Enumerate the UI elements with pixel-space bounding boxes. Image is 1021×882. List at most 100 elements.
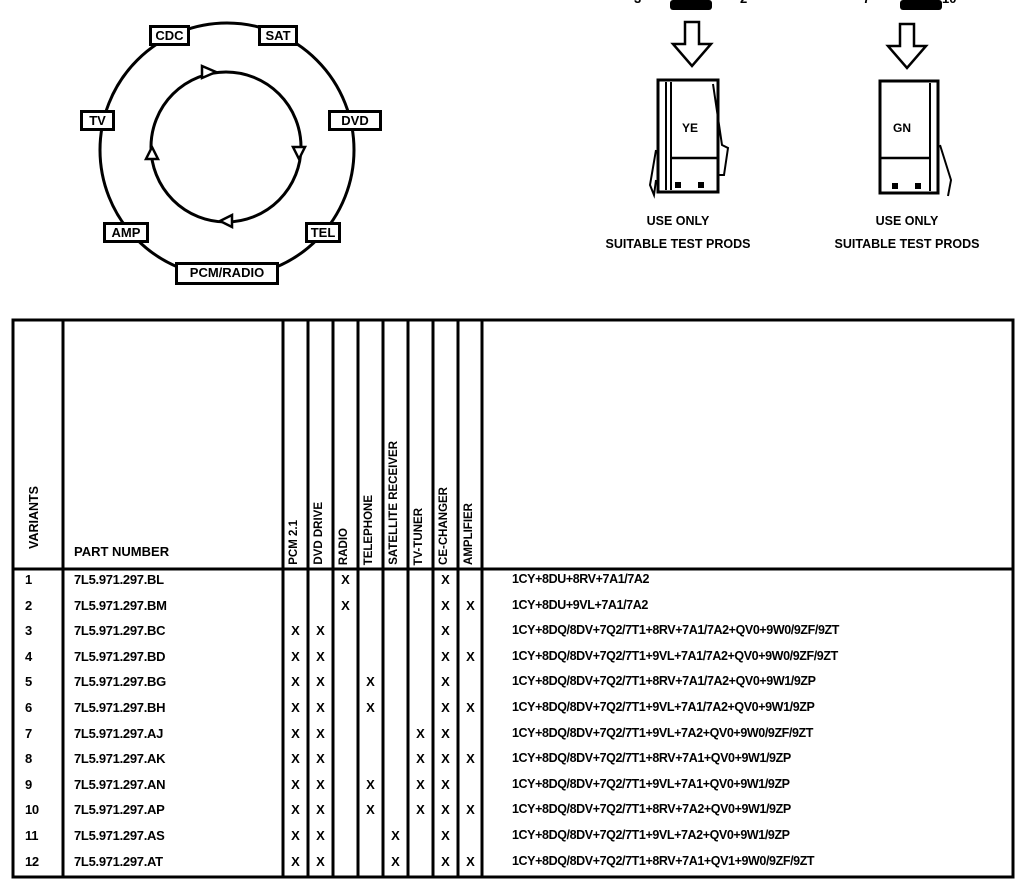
part-number: 7L5.971.297.AK <box>74 751 166 767</box>
check-mark: X <box>441 751 450 767</box>
check-mark: X <box>366 802 375 818</box>
part-number: 7L5.971.297.BM <box>74 597 167 613</box>
check-mark: X <box>441 674 450 690</box>
variant-number: 10 <box>25 802 39 818</box>
check-mark: X <box>316 623 325 639</box>
check-mark: X <box>441 623 450 639</box>
check-mark: X <box>316 853 325 869</box>
check-mark: X <box>441 572 450 587</box>
connector-illustrations <box>648 0 953 199</box>
connector-gn-note: USE ONLY SUITABLE TEST PRODS <box>797 210 1017 256</box>
check-mark: X <box>366 674 375 690</box>
check-mark: X <box>466 700 475 715</box>
label-tv: TV <box>80 110 115 131</box>
variant-number: 11 <box>25 828 39 843</box>
connector-gn-pin-right: 10 <box>942 0 956 5</box>
part-number: 7L5.971.297.BG <box>74 674 166 690</box>
note-line-2: SUITABLE TEST PRODS <box>605 237 751 251</box>
pr-codes: 1CY+8DQ/8DV+7Q2/7T1+8RV+7A1/7A2+QV0+9W0/… <box>512 623 839 638</box>
check-mark: X <box>441 776 450 792</box>
variant-number: 4 <box>25 648 32 664</box>
header-variants: VARIANTS <box>27 486 41 549</box>
header-column: RADIO <box>338 527 350 565</box>
check-mark: X <box>441 828 450 843</box>
header-column: SATELLITE RECEIVER <box>388 441 400 565</box>
part-number: 7L5.971.297.BC <box>74 623 166 639</box>
connector-gn-pin-left: 7 <box>863 0 870 5</box>
pr-codes: 1CY+8DQ/8DV+7Q2/7T1+9VL+7A2+QV0+9W1/9ZP <box>512 828 790 842</box>
pr-codes: 1CY+8DU+9VL+7A1/7A2 <box>512 597 648 612</box>
note-line-2: SUITABLE TEST PRODS <box>834 237 980 251</box>
header-column: TELEPHONE <box>363 494 375 565</box>
check-mark: X <box>441 853 450 869</box>
pr-codes: 1CY+8DQ/8DV+7Q2/7T1+9VL+7A1/7A2+QV0+9W0/… <box>512 648 838 663</box>
check-mark: X <box>291 828 300 843</box>
check-mark: X <box>441 725 450 741</box>
part-number: 7L5.971.297.AP <box>74 802 165 818</box>
label-tel: TEL <box>305 222 341 243</box>
check-mark: X <box>466 648 475 664</box>
check-mark: X <box>441 802 450 818</box>
header-column: TV-TUNER <box>413 507 425 566</box>
pr-codes: 1CY+8DQ/8DV+7Q2/7T1+9VL+7A1/7A2+QV0+9W1/… <box>512 700 815 714</box>
variant-number: 12 <box>25 853 39 869</box>
check-mark: X <box>291 802 300 818</box>
check-mark: X <box>291 623 300 639</box>
variant-number: 6 <box>25 700 32 715</box>
check-mark: X <box>291 648 300 664</box>
part-number: 7L5.971.297.BH <box>74 700 166 715</box>
connector-gn-drawing <box>878 0 953 197</box>
label-pcm-radio: PCM/RADIO <box>175 262 279 285</box>
check-mark: X <box>291 700 300 715</box>
table-border <box>11 318 1015 879</box>
part-number: 7L5.971.297.BD <box>74 648 166 664</box>
connector-ye-note: USE ONLY SUITABLE TEST PRODS <box>568 210 788 256</box>
part-number: 7L5.971.297.AS <box>74 828 165 843</box>
check-mark: X <box>466 597 475 613</box>
check-mark: X <box>291 776 300 792</box>
header-column: CE-CHANGER <box>438 487 450 565</box>
connector-ye-color-code: YE <box>682 121 699 135</box>
arrow-right-icon <box>200 64 220 80</box>
check-mark: X <box>416 802 425 818</box>
variant-number: 9 <box>25 776 32 792</box>
check-mark: X <box>291 853 300 869</box>
pr-codes: 1CY+8DQ/8DV+7Q2/7T1+8RV+7A1/7A2+QV0+9W1/… <box>512 674 816 689</box>
variant-number: 1 <box>25 572 32 587</box>
check-mark: X <box>391 853 400 869</box>
pr-codes: 1CY+8DU+8RV+7A1/7A2 <box>512 572 650 586</box>
header-column: AMPLIFIER <box>463 503 475 565</box>
pr-codes: 1CY+8DQ/8DV+7Q2/7T1+9VL+7A2+QV0+9W0/9ZF/… <box>512 725 814 740</box>
connector-ye-drawing <box>648 0 730 199</box>
check-mark: X <box>291 751 300 767</box>
connector-ye-pin-left: 3 <box>634 0 641 5</box>
label-amp: AMP <box>103 222 149 243</box>
arrow-down-icon <box>290 145 308 162</box>
check-mark: X <box>466 802 475 818</box>
check-mark: X <box>441 700 450 715</box>
check-mark: X <box>291 725 300 741</box>
part-number: 7L5.971.297.AT <box>74 853 163 869</box>
check-mark: X <box>316 776 325 792</box>
check-mark: X <box>441 648 450 664</box>
part-number: 7L5.971.297.AJ <box>74 725 164 741</box>
check-mark: X <box>416 725 425 741</box>
check-mark: X <box>316 725 325 741</box>
header-column: PCM 2.1 <box>288 520 300 565</box>
note-line-1: USE ONLY <box>646 214 710 228</box>
check-mark: X <box>366 700 375 715</box>
arrow-up-icon <box>143 144 161 161</box>
variant-number: 5 <box>25 674 32 690</box>
check-mark: X <box>316 751 325 767</box>
check-mark: X <box>316 802 325 818</box>
variant-number: 3 <box>25 623 32 639</box>
check-mark: X <box>316 674 325 690</box>
check-mark: X <box>391 828 400 843</box>
check-mark: X <box>441 597 450 613</box>
check-mark: X <box>466 751 475 767</box>
check-mark: X <box>366 776 375 792</box>
variant-number: 8 <box>25 751 32 767</box>
variant-number: 7 <box>25 725 32 741</box>
pr-codes: 1CY+8DQ/8DV+7Q2/7T1+8RV+7A1+QV1+9W0/9ZF/… <box>512 853 815 868</box>
